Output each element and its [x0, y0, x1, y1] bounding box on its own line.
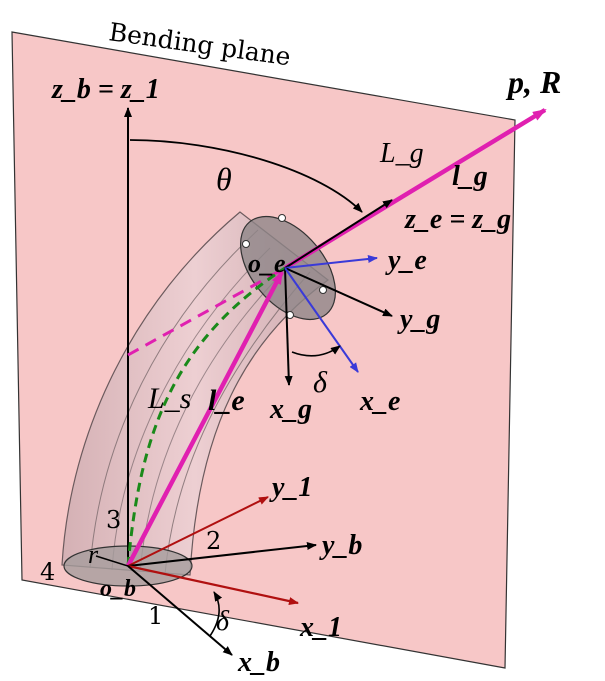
- lg-vector: [283, 108, 547, 270]
- label-num-2: 2: [206, 527, 221, 555]
- yg-axis: [284, 267, 393, 317]
- label-r: r: [88, 540, 99, 569]
- tangent-dashed: [127, 266, 286, 357]
- label-theta: θ: [216, 161, 232, 197]
- label-yg: y_g: [397, 304, 440, 335]
- label-p-R: p, R: [505, 64, 561, 100]
- label-oe: o_e: [248, 249, 286, 278]
- backbone-dashed: [126, 266, 286, 567]
- delta-arc-top: [291, 345, 341, 357]
- label-delta-bottom: δ: [216, 606, 230, 637]
- label-delta-top: δ: [313, 366, 328, 399]
- label-xb: x_b: [237, 647, 280, 678]
- label-xe: x_e: [359, 386, 400, 417]
- label-num-3: 3: [106, 506, 121, 534]
- label-x1: x_1: [299, 612, 342, 643]
- label-num-4: 4: [40, 558, 55, 586]
- end-disk-hole: [319, 286, 327, 294]
- label-lg: l_g: [452, 161, 488, 192]
- xb-axis: [127, 565, 233, 656]
- label-Lg: L_g: [379, 138, 424, 169]
- y1-axis: [127, 496, 269, 567]
- delta-arc-bottom: [209, 591, 223, 637]
- label-ye: y_e: [385, 245, 427, 276]
- yb-axis: [127, 542, 317, 567]
- end-disk-hole: [242, 240, 250, 248]
- label-num-1: 1: [148, 602, 163, 630]
- end-disk-hole: [278, 214, 286, 222]
- label-zb-z1: z_b = z_1: [51, 74, 160, 105]
- label-xg: x_g: [269, 394, 312, 425]
- theta-arc: [129, 139, 363, 213]
- ze-axis: [284, 199, 393, 269]
- x1-axis: [127, 564, 299, 605]
- le-vector: [126, 270, 284, 568]
- xg-axis: [284, 267, 293, 386]
- label-Ls: L_s: [147, 382, 191, 415]
- label-ob: o_b: [100, 576, 136, 602]
- ye-axis: [284, 254, 378, 269]
- radius-line: [95, 555, 129, 567]
- label-ze-zg: z_e = z_g: [404, 204, 511, 235]
- xe-axis: [284, 267, 359, 373]
- label-le: l_e: [208, 384, 245, 417]
- label-y1: y_1: [269, 472, 312, 503]
- label-yb: y_b: [319, 530, 362, 561]
